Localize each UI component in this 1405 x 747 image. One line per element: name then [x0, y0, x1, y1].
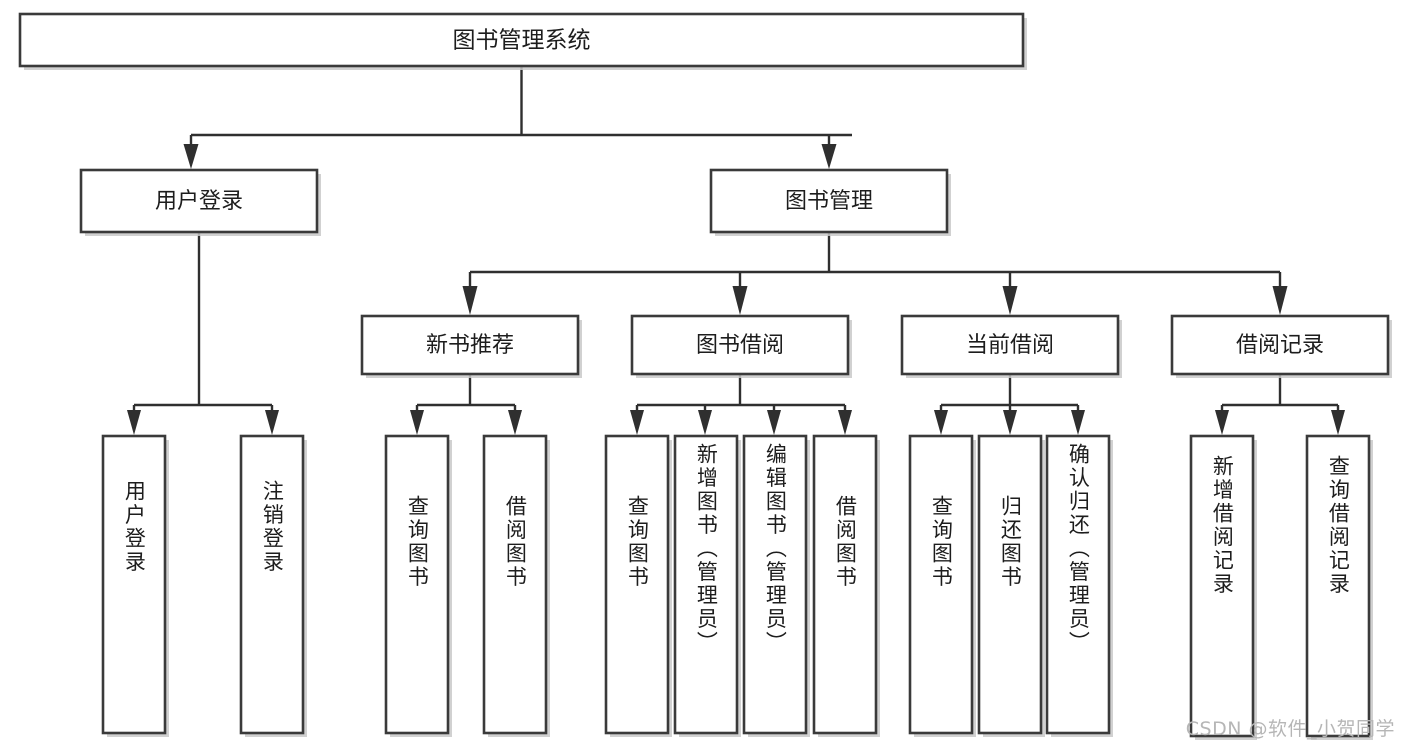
node-current-borrow-label: 当前借阅 [966, 333, 1054, 358]
leaf-user-login[interactable] [101, 434, 169, 737]
node-borrow-record-label: 借阅记录 [1236, 333, 1324, 358]
leaf-borrow-book-2[interactable] [812, 434, 880, 737]
leaf-query-borrow-record[interactable] [1305, 434, 1373, 740]
connectors-newbook-to-leaves [410, 375, 522, 435]
node-book-borrow-label: 图书借阅 [696, 333, 784, 358]
connectors-userlogin-to-leaves [127, 232, 279, 435]
leaf-add-borrow-record[interactable] [1189, 434, 1257, 740]
leaf-logout[interactable] [239, 434, 307, 737]
leaf-query-book-3[interactable] [908, 434, 976, 737]
node-new-book-recommend-label: 新书推荐 [426, 333, 514, 358]
leaf-return-book[interactable] [977, 434, 1045, 737]
node-user-login-label: 用户登录 [155, 189, 243, 214]
node-user-login[interactable]: 用户登录 [79, 168, 321, 236]
node-book-management-label: 图书管理 [785, 189, 873, 214]
node-book-borrow[interactable]: 图书借阅 [630, 314, 852, 378]
connectors-borrowbook-to-leaves [630, 375, 852, 435]
node-borrow-record[interactable]: 借阅记录 [1170, 314, 1392, 378]
node-root-label: 图书管理系统 [453, 28, 591, 54]
leaf-edit-book-admin[interactable] [742, 434, 810, 737]
node-new-book-recommend[interactable]: 新书推荐 [360, 314, 582, 378]
leaf-add-book-admin[interactable] [673, 434, 741, 737]
connectors-level2-booksys-to-level3 [462, 232, 1288, 315]
connectors-root-to-level2 [183, 66, 852, 169]
node-root[interactable]: 图书管理系统 [18, 12, 1027, 70]
connectors-currentborrow-to-leaves [934, 375, 1085, 435]
leaf-query-book-2[interactable] [604, 434, 672, 737]
connectors-borrowrecord-to-leaves [1215, 375, 1345, 435]
leaf-query-book-1[interactable] [384, 434, 452, 737]
watermark: CSDN @软件_小贺同学 [1185, 718, 1395, 740]
node-current-borrow[interactable]: 当前借阅 [900, 314, 1122, 378]
leaf-confirm-return-admin[interactable] [1045, 434, 1113, 737]
node-book-management[interactable]: 图书管理 [709, 168, 951, 236]
leaf-borrow-book-1[interactable] [482, 434, 550, 737]
